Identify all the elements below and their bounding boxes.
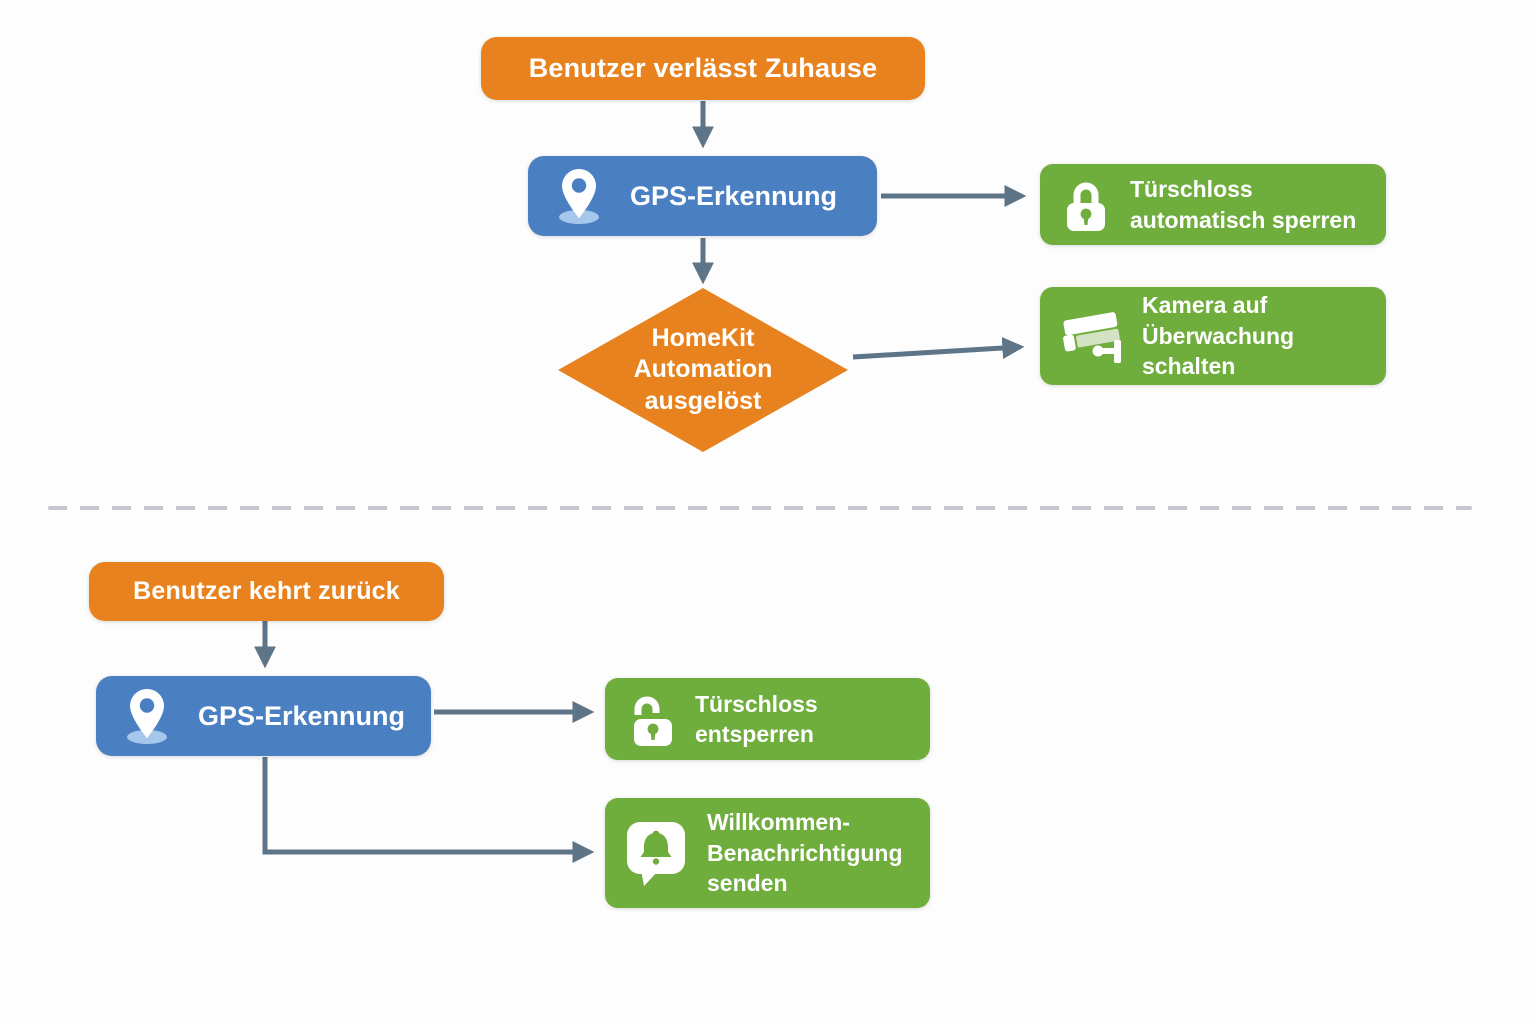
gps-node-label: GPS-Erkennung (198, 700, 406, 731)
notification-action-node: Willkommen- Benachrichtigung senden (605, 798, 930, 908)
unlock-action-node: Türschloss entsperren (605, 678, 930, 760)
gps-node-away: GPS-Erkennung (528, 156, 877, 236)
camera-action-node: Kamera auf Überwachung schalten (1040, 287, 1386, 385)
start-node-label: Benutzer kehrt zurück (133, 577, 400, 605)
start-node-label: Benutzer verlässt Zuhause (528, 53, 878, 83)
lock-action-node: Türschloss automatisch sperren (1040, 164, 1386, 245)
bell-notification-icon (625, 818, 689, 888)
gps-node-return: GPS-Erkennung (96, 676, 431, 756)
camera-action-label: Kamera auf Überwachung schalten (1142, 292, 1295, 380)
start-node-user-leaves: Benutzer verlässt Zuhause (481, 37, 925, 100)
section-divider (48, 506, 1472, 510)
arrow-gps-to-notification (262, 757, 595, 864)
unlock-action-label: Türschloss entsperren (695, 690, 818, 747)
lock-icon (1060, 176, 1112, 234)
location-pin-icon (552, 166, 606, 226)
gps-node-label: GPS-Erkennung (630, 180, 838, 211)
decision-node-label: HomeKit Automation ausgelöst (633, 323, 773, 415)
lock-action-label: Türschloss automatisch sperren (1130, 176, 1357, 233)
arrow-decision-to-camera (852, 337, 1025, 360)
location-pin-icon (120, 686, 174, 746)
cctv-camera-icon (1060, 304, 1124, 368)
notification-action-label: Willkommen- Benachrichtigung senden (707, 809, 903, 897)
start-node-user-returns: Benutzer kehrt zurück (89, 562, 444, 621)
unlock-icon (625, 690, 677, 748)
